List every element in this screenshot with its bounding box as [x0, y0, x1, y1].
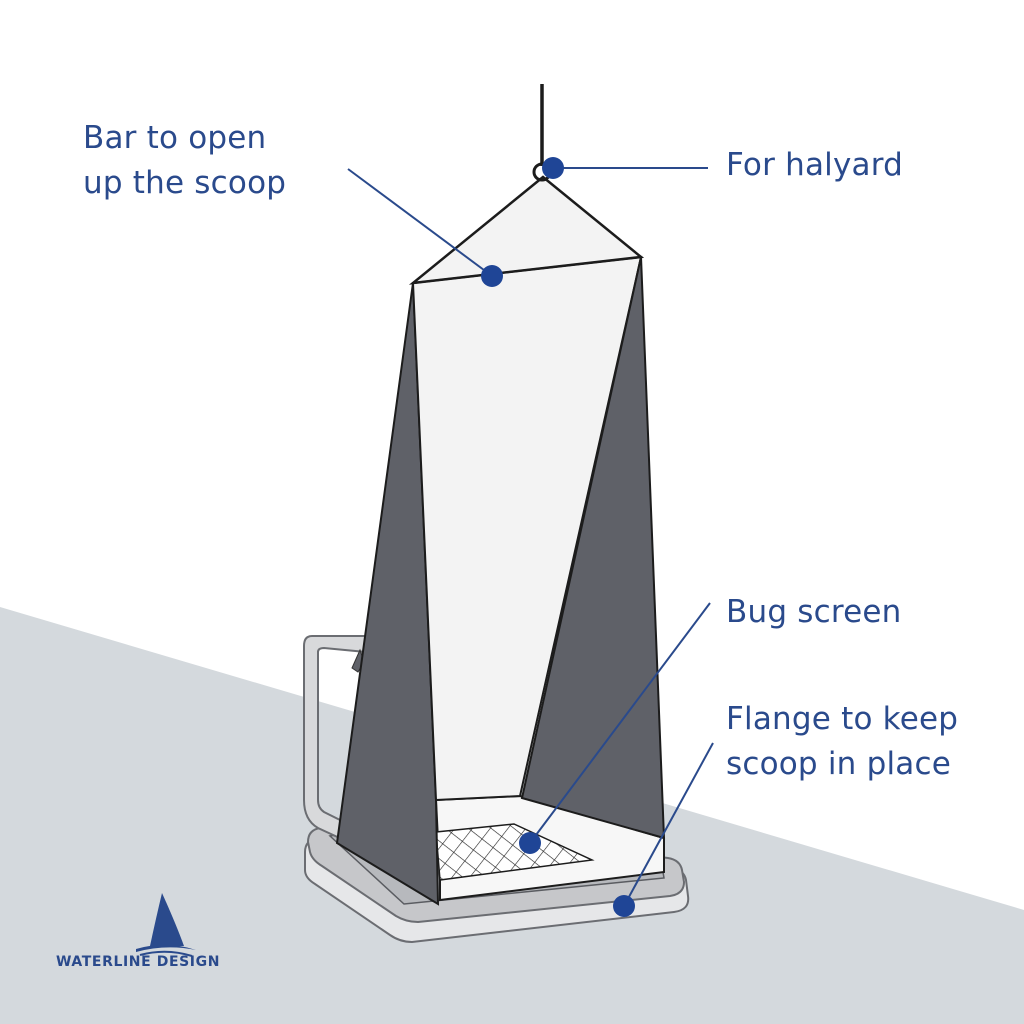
leader-bar — [347, 168, 493, 277]
dot-bar — [481, 265, 503, 287]
leader-bug-screen — [529, 602, 711, 844]
dot-halyard — [542, 157, 564, 179]
dot-flange — [613, 895, 635, 917]
callout-dots — [481, 157, 635, 917]
callout-flange-label: Flange to keep scoop in place — [726, 697, 958, 787]
dot-bug-screen — [519, 832, 541, 854]
leader-flange — [623, 742, 714, 907]
callout-bug-screen-label: Bug screen — [726, 594, 902, 630]
sailboat-logo-icon — [136, 893, 196, 957]
callout-halyard-label: For halyard — [726, 147, 903, 183]
callout-bar-line1: Bar to open — [83, 120, 267, 156]
right-side-panel — [520, 256, 666, 840]
callout-bar-line2: up the scoop — [83, 165, 287, 201]
callout-flange-line2: scoop in place — [726, 746, 951, 782]
bug-screen-mesh — [435, 823, 595, 881]
brand-name: WATERLINE DESIGN — [56, 954, 221, 970]
callout-lines — [347, 167, 714, 907]
callout-flange-line1: Flange to keep — [726, 701, 959, 737]
callout-bar-label: Bar to open up the scoop — [83, 116, 286, 206]
opening-bar — [412, 256, 642, 284]
